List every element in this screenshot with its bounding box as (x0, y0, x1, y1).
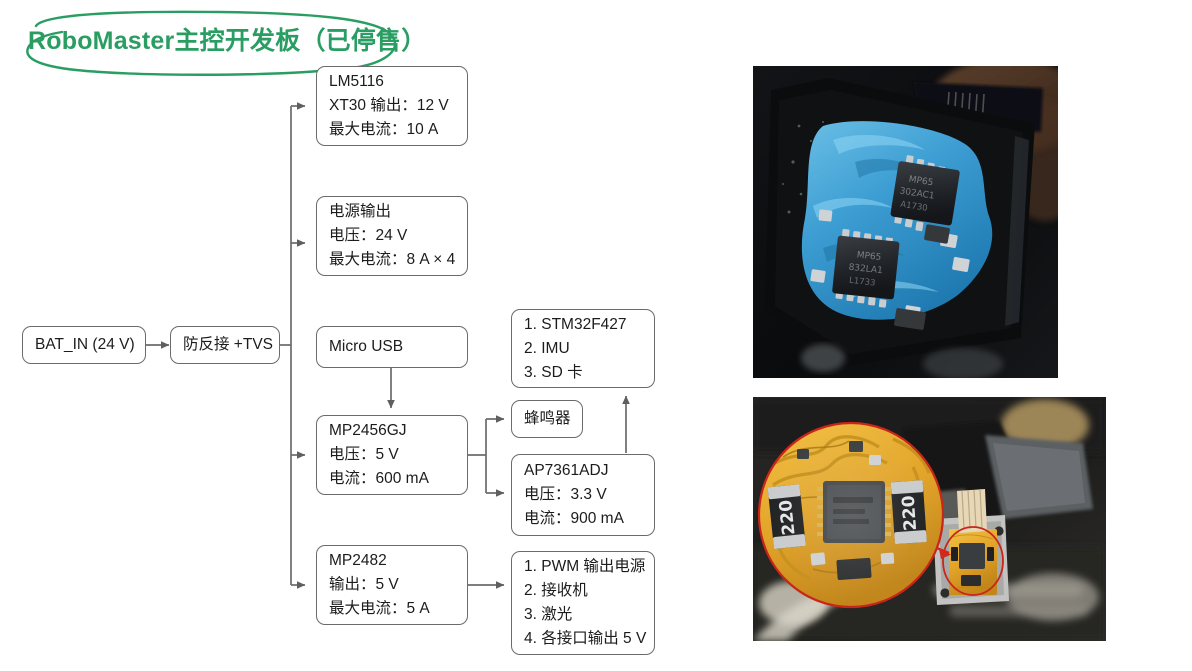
node-reverse-protection-tvs: 防反接 +TVS (170, 326, 280, 364)
node-line: 最大电流：10 A (329, 121, 439, 138)
node-line: MP2482 (329, 552, 387, 569)
node-line: MP2456GJ (329, 422, 407, 439)
svg-text:MP65: MP65 (908, 175, 934, 189)
svg-text:A1730: A1730 (900, 200, 929, 214)
node-line: 电压：5 V (329, 446, 399, 463)
node-line: 最大电流：8 A × 4 (329, 251, 456, 268)
node-line: 3. 激光 (524, 606, 573, 623)
node-line: BAT_IN (24 V) (35, 336, 135, 353)
node-line: 最大电流：5 A (329, 600, 430, 617)
node-lm5116: LM5116 XT30 输出：12 V 最大电流：10 A (316, 66, 468, 146)
node-line: 2. 接收机 (524, 582, 588, 599)
node-line: 1. PWM 输出电源 (524, 558, 646, 575)
page-title-group: RoboMaster主控开发板（已停售） (18, 10, 426, 76)
node-bat-in: BAT_IN (24 V) (22, 326, 146, 364)
node-line: 4. 各接口输出 5 V (524, 630, 647, 647)
node-line: 电源输出 (329, 203, 392, 220)
svg-text:832LA1: 832LA1 (848, 263, 883, 277)
node-mcu-group: 1. STM32F427 2. IMU 3. SD 卡 (511, 309, 655, 388)
node-power-output: 电源输出 电压：24 V 最大电流：8 A × 4 (316, 196, 468, 276)
node-line: 电压：3.3 V (524, 486, 607, 503)
node-line: 2. IMU (524, 339, 570, 357)
node-mp2482: MP2482 输出：5 V 最大电流：5 A (316, 545, 468, 625)
node-line: 1. STM32F427 (524, 315, 627, 333)
node-line: 蜂鸣器 (524, 410, 571, 427)
node-line: XT30 输出：12 V (329, 97, 449, 114)
photo-pcb-macro: MP65 302AC1 A1730 (753, 66, 1058, 378)
node-line: 电压：24 V (329, 227, 408, 244)
node-micro-usb: Micro USB (316, 326, 468, 368)
node-line: 防反接 +TVS (183, 336, 274, 353)
page-title: RoboMaster主控开发板（已停售） (28, 27, 427, 55)
node-buzzer: 蜂鸣器 (511, 400, 583, 438)
node-ap7361adj: AP7361ADJ 电压：3.3 V 电流：900 mA (511, 454, 655, 536)
node-mp2456gj: MP2456GJ 电压：5 V 电流：600 mA (316, 415, 468, 495)
node-line: 电流：900 mA (524, 510, 624, 527)
node-line: 3. SD 卡 (524, 363, 583, 381)
svg-text:L1733: L1733 (849, 276, 876, 289)
node-line: 输出：5 V (329, 576, 399, 593)
node-line: AP7361ADJ (524, 462, 609, 479)
svg-text:MP65: MP65 (856, 250, 882, 263)
node-line: Micro USB (329, 338, 404, 355)
node-line: LM5116 (329, 73, 384, 90)
photo-flex-pcb-callout: 220 220 (753, 397, 1106, 641)
node-loads-group: 1. PWM 输出电源 2. 接收机 3. 激光 4. 各接口输出 5 V (511, 551, 655, 655)
node-line: 电流：600 mA (329, 470, 429, 487)
